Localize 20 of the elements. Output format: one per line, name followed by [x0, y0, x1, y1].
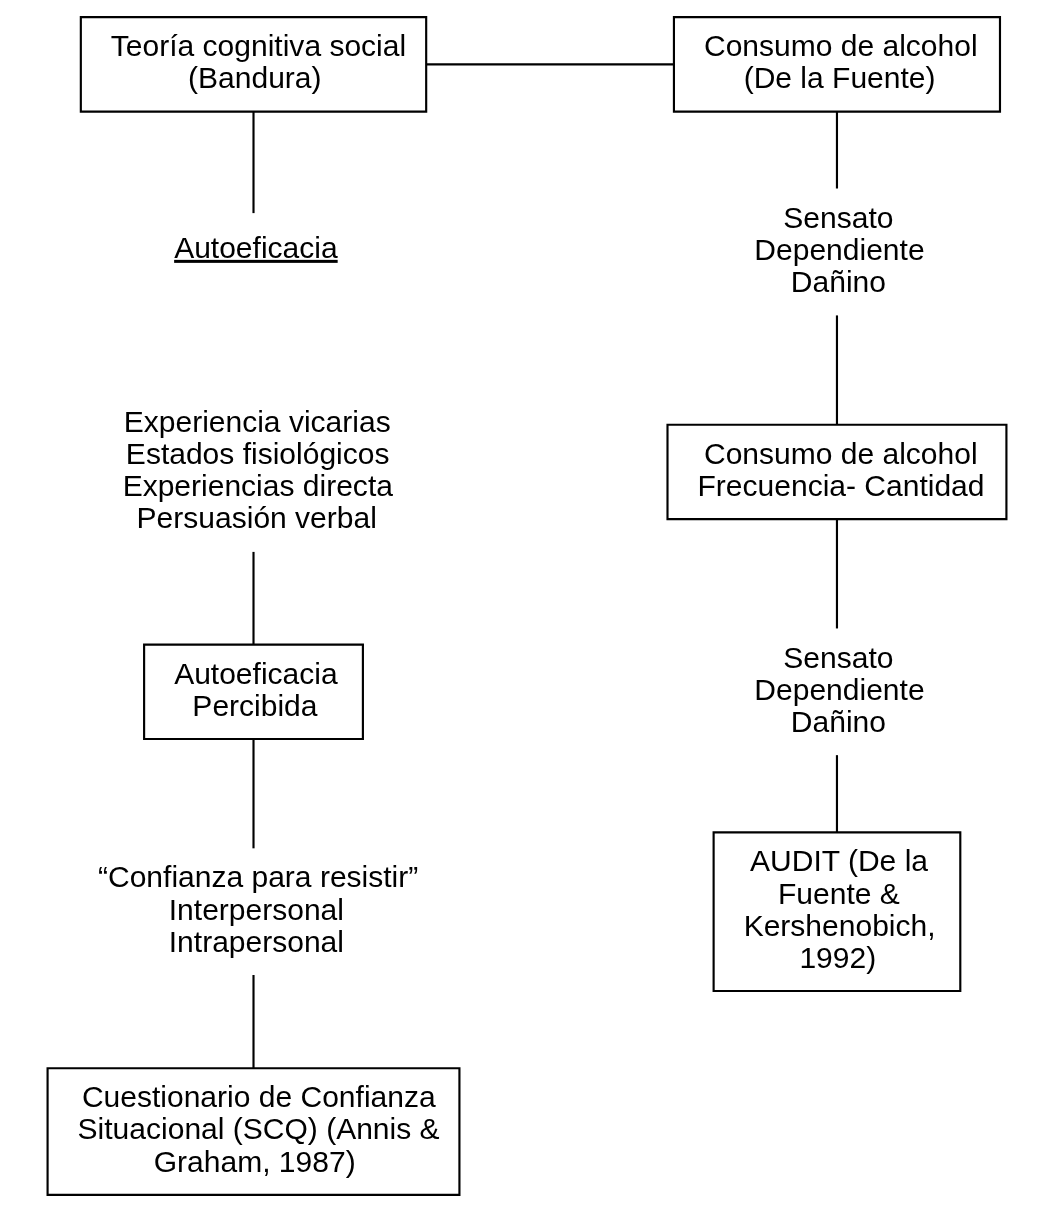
connector: [835, 315, 838, 425]
connector: [251, 551, 255, 645]
node-box: Teoría cognitiva social (Bandura): [79, 16, 427, 113]
connector: [426, 63, 673, 66]
node-box: Cuestionario de Confianza Situacional (SCQ) (Annis & Graham, 1987): [46, 1067, 460, 1196]
node-box: Autoeficacia Percibida: [142, 643, 364, 741]
connector: [251, 111, 255, 214]
node-text: “Confianza para resistir” Interpersonal Intrapersonal: [97, 860, 418, 958]
node-text: Autoeficacia: [173, 230, 338, 264]
node-box: Consumo de alcohol (De la Fuente): [672, 16, 1001, 113]
node-box: Consumo de alcohol Frecuencia- Cantidad: [665, 423, 1007, 521]
connector: [835, 111, 838, 189]
node-text: Sensato Dependiente Dañino: [753, 640, 925, 738]
connector: [835, 519, 838, 629]
connector: [251, 975, 255, 1069]
connector: [835, 755, 838, 832]
node-box: AUDIT (De la Fuente & Kershenobich, 1992): [712, 831, 961, 993]
node-text: Experiencia vicarias Estados fisiológicos Experiencias directa Persuasión verbal: [122, 404, 393, 535]
connector: [251, 739, 255, 849]
node-text: Sensato Dependiente Dañino: [753, 200, 925, 299]
